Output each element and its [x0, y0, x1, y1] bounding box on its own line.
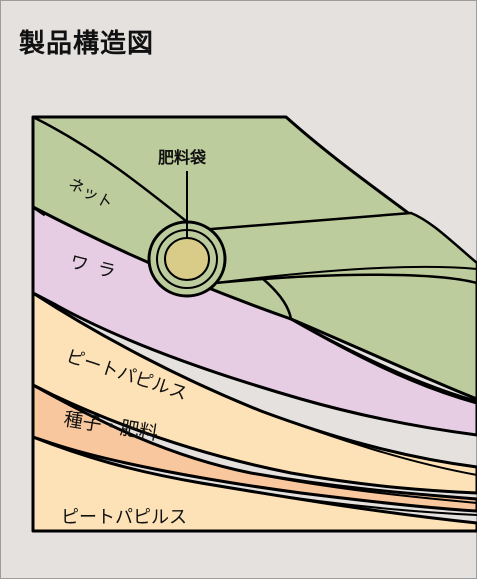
label-peat-pellets-lower: ピートパピルス [61, 507, 187, 528]
fertilizer-bag [147, 171, 477, 298]
layer-seed-fertilizer [31, 383, 477, 513]
layer-peat-upper [31, 291, 477, 495]
layer-peat-lower [31, 435, 477, 533]
diagram-title: 製品構造図 [19, 29, 155, 59]
label-fertilizer-bag: 肥料袋 [158, 148, 207, 167]
